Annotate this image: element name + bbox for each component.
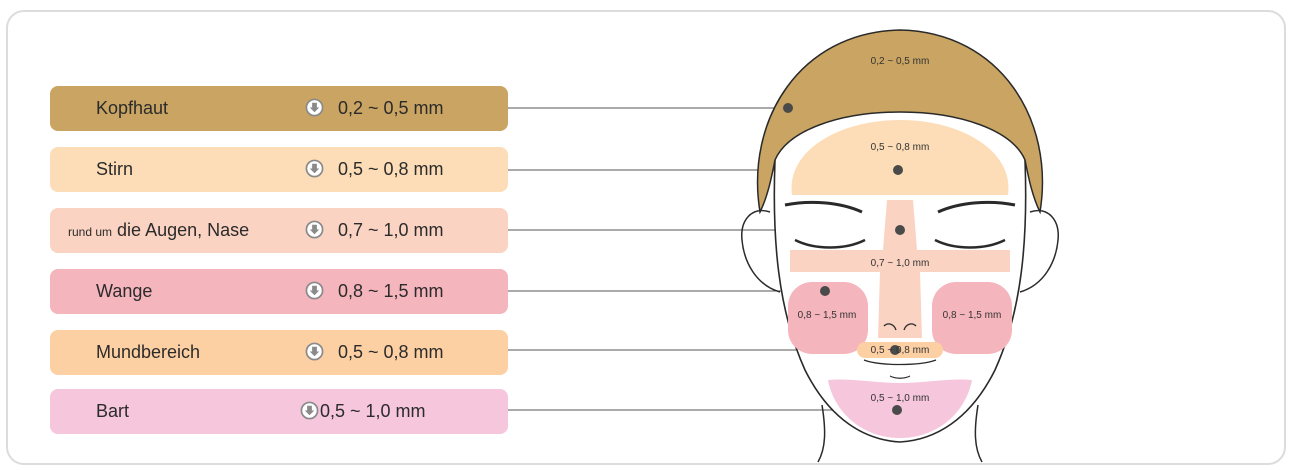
marker-cheek bbox=[820, 286, 830, 296]
label-forehead: 0,5 ~ 0,8 mm bbox=[871, 142, 930, 153]
marker-beard bbox=[892, 405, 902, 415]
label-cheek-left: 0,8 ~ 1,5 mm bbox=[798, 310, 857, 321]
label-cheek-right: 0,8 ~ 1,5 mm bbox=[943, 310, 1002, 321]
forehead-zone bbox=[792, 120, 1009, 195]
label-beard: 0,5 ~ 1,0 mm bbox=[871, 393, 930, 404]
label-eyes-nose: 0,7 ~ 1,0 mm bbox=[871, 258, 930, 269]
label-mouth: 0,5 ~ 0,8 mm bbox=[871, 345, 930, 356]
marker-forehead bbox=[893, 165, 903, 175]
marker-scalp bbox=[783, 103, 793, 113]
neck-left bbox=[818, 405, 825, 462]
neck-right bbox=[975, 405, 982, 462]
label-scalp: 0,2 ~ 0,5 mm bbox=[871, 56, 930, 67]
marker-eyes-nose bbox=[895, 225, 905, 235]
